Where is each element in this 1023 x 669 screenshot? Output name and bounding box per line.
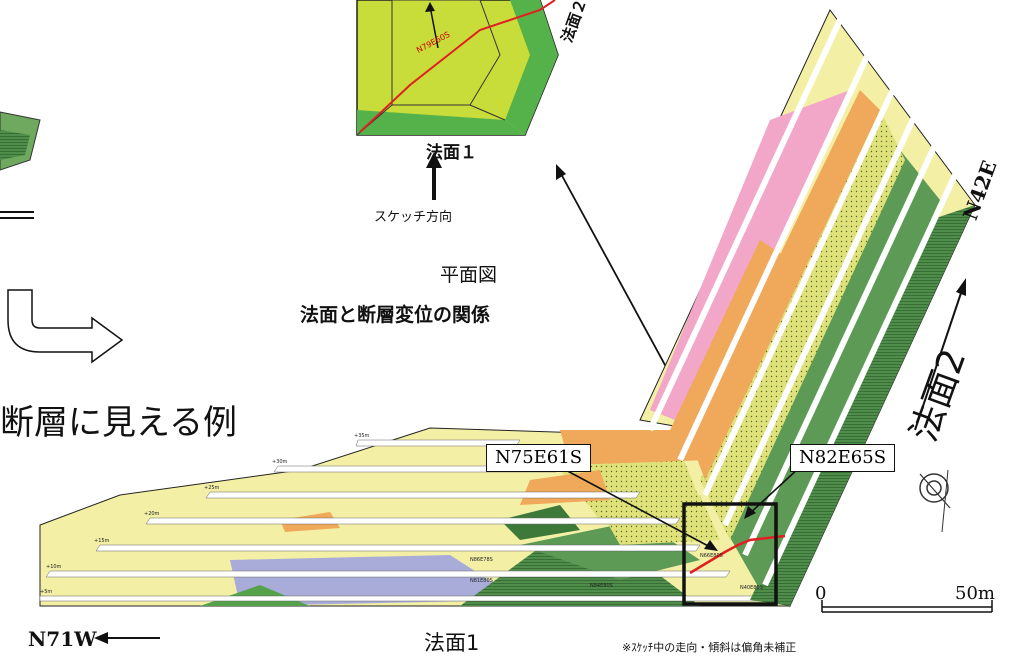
sketch-direction-arrow [426,152,442,200]
direction-n71w-label: N71W [28,627,97,651]
small-strike-label: N81E80S [470,578,493,584]
elevation-label: +35m [354,433,370,439]
highlight-box [682,502,778,606]
footnote: ※ｽｹｯﾁ中の走向・傾斜は偏角未補正 [622,641,797,654]
elevation-label: +30m [272,459,288,465]
n71w-arrow [94,632,160,644]
slope-2-sketch [639,9,976,608]
elevation-label: +25m [204,485,220,491]
small-strike-label: N40E80S [740,585,763,591]
scale-bar [821,600,993,613]
elevation-label: +5m [40,589,53,595]
scale-zero-label: 0 [815,583,827,604]
small-strike-label: N84E80S [590,583,613,589]
elevation-label: +15m [94,538,110,544]
scale-fifty-label: 50m [955,583,995,604]
label-arrows [559,466,801,551]
fault-trace-main [689,534,786,575]
n42e-arrow [914,278,966,431]
plan-inset [356,0,559,136]
slope-1-label: 法面1 [424,631,480,655]
curved-arrow-icon [7,289,124,364]
relation-title: 法面と断層変位の関係 [300,304,491,326]
strike-label-n82e65s: N82E65S [790,444,896,472]
small-strike-label: N66E80S [700,553,723,559]
sketch-direction-label: スケッチ方向 [374,210,453,225]
left-inset-remnant [0,111,41,219]
north-symbol [919,469,951,533]
strike-label-n75e61s: N75E61S [486,444,592,472]
elevation-label: +10m [46,564,62,570]
example-caption: 断層に見える例 [0,403,237,443]
slope-1-inset-label: 法面１ [426,143,477,163]
plan-view-title: 平面図 [440,264,498,286]
slope-1-sketch [39,427,791,607]
small-strike-label: N86E78S [470,557,493,563]
elevation-label: +20m [144,511,160,517]
